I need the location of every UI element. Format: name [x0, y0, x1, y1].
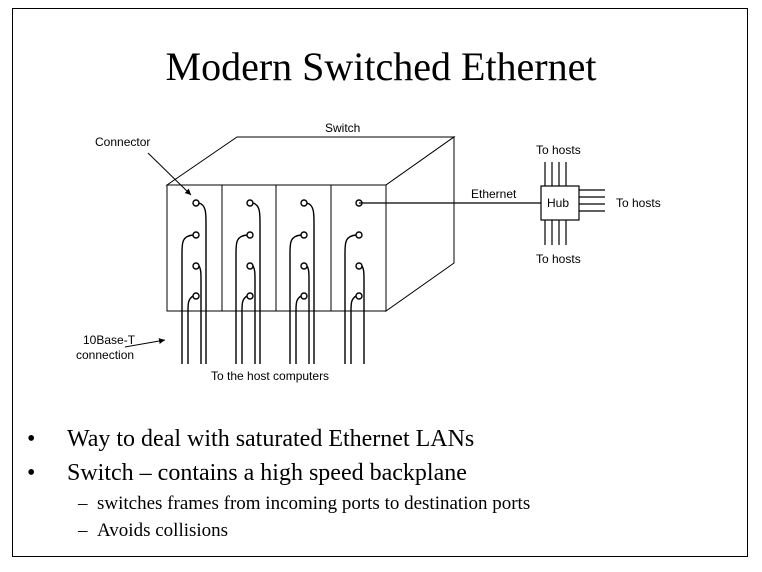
cable	[241, 295, 248, 364]
port-connector	[355, 292, 363, 300]
hub	[540, 162, 605, 245]
host-computers-label: To the host computers	[211, 369, 329, 383]
port-connector	[246, 231, 254, 239]
cable	[198, 202, 207, 364]
port-connector	[192, 262, 200, 270]
to-hosts-top-label: To hosts	[536, 143, 581, 157]
port-connector	[246, 262, 254, 270]
bullet-list: •Way to deal with saturated Ethernet LAN…	[27, 422, 737, 544]
switch-diagram: Switch Connector Ethernet Hub To hosts T…	[76, 121, 661, 383]
tbase-label-line2: connection	[76, 348, 134, 362]
to-hosts-bottom-label: To hosts	[536, 252, 581, 266]
port-connector	[246, 199, 254, 207]
switch-box	[165, 136, 456, 312]
sub-bullet-item: –switches frames from incoming ports to …	[78, 493, 531, 514]
cable	[289, 234, 302, 364]
port-connector	[192, 292, 200, 300]
cable	[181, 234, 194, 364]
port-connector	[300, 262, 308, 270]
connector-label: Connector	[95, 135, 150, 149]
port-connector	[300, 292, 308, 300]
cable	[252, 202, 261, 364]
port-connector	[355, 262, 363, 270]
cable	[295, 295, 302, 364]
slide: Modern Switched Ethernet	[12, 8, 748, 557]
cable	[187, 295, 194, 364]
switch-label: Switch	[325, 121, 360, 135]
port-connector	[355, 231, 363, 239]
bullet-item: •Way to deal with saturated Ethernet LAN…	[27, 426, 475, 452]
port-connector	[300, 231, 308, 239]
port-connector	[246, 292, 254, 300]
to-hosts-right-label: To hosts	[616, 196, 661, 210]
hub-label: Hub	[547, 196, 569, 210]
pointer-arrows	[124, 152, 192, 348]
tbase-label-line1: 10Base-T	[83, 333, 136, 347]
cable	[235, 234, 248, 364]
cable	[350, 295, 357, 364]
port-connector	[300, 199, 308, 207]
port-connector	[192, 199, 200, 207]
slide-title: Modern Switched Ethernet	[165, 44, 597, 89]
cable	[306, 202, 315, 364]
cable	[344, 234, 357, 364]
sub-bullet-item: –Avoids collisions	[78, 520, 229, 541]
port-cables	[181, 199, 365, 364]
port-connector	[192, 231, 200, 239]
ethernet-label: Ethernet	[471, 187, 517, 201]
bullet-item: •Switch – contains a high speed backplan…	[27, 460, 467, 486]
